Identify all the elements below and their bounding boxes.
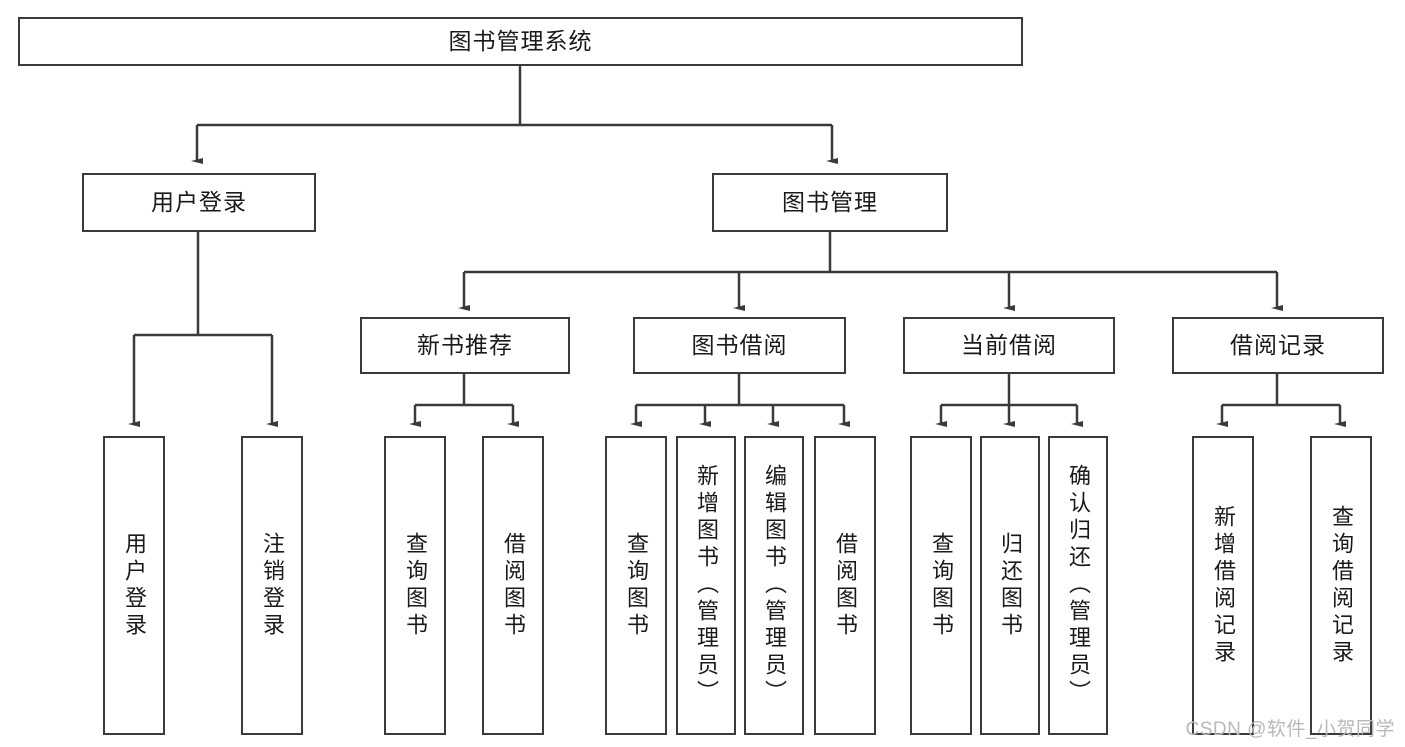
node-user-login[interactable]: 用户登录 [82,173,316,232]
node-current-borrow-label: 当前借阅 [961,331,1057,358]
leaf-book-borrow-add[interactable]: 新增图书（管理员） [676,436,736,735]
leaf-book-borrow-query[interactable]: 查询图书 [605,436,667,735]
leaf-label: 新增图书（管理员） [694,464,719,707]
node-book-management-label: 图书管理 [782,188,878,215]
leaf-label: 归还图书 [998,531,1023,640]
leaf-label: 借阅图书 [833,531,858,640]
node-new-book-recommend[interactable]: 新书推荐 [360,317,570,374]
leaf-label: 用户登录 [122,531,147,640]
leaf-book-borrow-edit[interactable]: 编辑图书（管理员） [744,436,804,735]
leaf-label: 查询图书 [403,531,428,640]
leaf-label: 确认归还（管理员） [1066,464,1091,707]
node-book-borrow-label: 图书借阅 [691,331,788,358]
leaf-user-login-login[interactable]: 用户登录 [103,436,165,735]
watermark: CSDN @软件_小贺同学 [1185,719,1395,740]
node-user-login-label: 用户登录 [151,188,247,215]
leaf-label: 查询图书 [624,531,649,640]
leaf-label: 新增借阅记录 [1211,504,1236,667]
node-current-borrow[interactable]: 当前借阅 [903,317,1115,374]
node-book-management[interactable]: 图书管理 [712,173,948,232]
leaf-book-borrow-lend[interactable]: 借阅图书 [814,436,876,735]
leaf-label: 查询借阅记录 [1329,504,1354,667]
node-root[interactable]: 图书管理系统 [18,17,1023,66]
leaf-borrow-record-query[interactable]: 查询借阅记录 [1310,436,1372,735]
leaf-label: 注销登录 [260,531,285,640]
leaf-new-book-query[interactable]: 查询图书 [384,436,446,735]
leaf-label: 编辑图书（管理员） [762,464,787,707]
leaf-label: 借阅图书 [501,531,526,640]
node-borrow-record-label: 借阅记录 [1230,331,1326,358]
node-new-book-recommend-label: 新书推荐 [417,331,513,358]
leaf-borrow-record-add[interactable]: 新增借阅记录 [1192,436,1254,735]
leaf-current-borrow-return[interactable]: 归还图书 [980,436,1040,735]
leaf-user-login-logout[interactable]: 注销登录 [241,436,303,735]
node-borrow-record[interactable]: 借阅记录 [1172,317,1384,374]
leaf-current-borrow-query[interactable]: 查询图书 [910,436,972,735]
leaf-label: 查询图书 [929,531,954,640]
leaf-new-book-borrow[interactable]: 借阅图书 [482,436,544,735]
node-book-borrow[interactable]: 图书借阅 [633,317,846,374]
node-root-label: 图书管理系统 [448,27,593,54]
leaf-current-borrow-confirm-return[interactable]: 确认归还（管理员） [1048,436,1108,735]
